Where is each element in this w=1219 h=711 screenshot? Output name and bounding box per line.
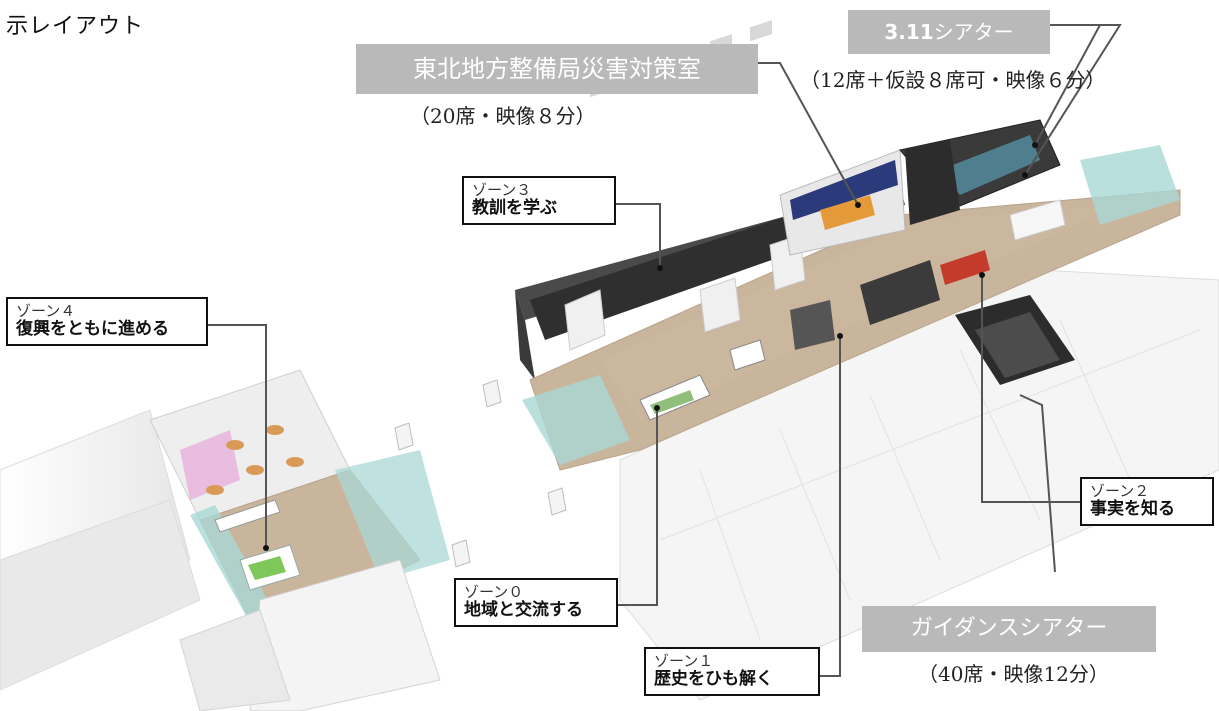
zone-name: 地域と交流する [464,600,583,621]
zone4-label: ゾーン４ 復興をともに進める [6,297,208,346]
entrance-glass-room [522,375,630,465]
zone-number: ゾーン４ [16,302,76,320]
zone-name: 教訓を学ぶ [472,198,557,219]
zone-name: 歴史をひも解く [654,669,773,690]
guidance-theater-title: ガイダンスシアター [910,616,1108,641]
page-heading: 示レイアウト [6,14,145,39]
leader-lines [206,24,1122,677]
theater-311-title-rest: シアター [933,20,1014,44]
zone1-label: ゾーン１ 歴史をひも解く [644,647,820,696]
zone3-label: ゾーン３ 教訓を学ぶ [462,176,616,225]
main-building [515,20,1219,701]
zone-number: ゾーン０ [464,583,524,601]
theater-311-banner: 3.11シアター [848,10,1050,54]
zone-number: ゾーン２ [1090,482,1150,500]
zone-name: 事実を知る [1090,499,1175,520]
leader-dots [263,142,1038,551]
zone4-pink-area [180,430,240,500]
guidance-theater-banner: ガイダンスシアター [862,606,1156,652]
zone4-glass-room [335,450,450,580]
guidance-theater-caption: （40席・映像12分） [918,662,1109,686]
zone-number: ゾーン１ [654,652,714,670]
disaster-office-banner: 東北地方整備局災害対策室 [356,44,758,94]
zone-number: ゾーン３ [472,181,532,199]
theater-311-caption: （12席＋仮設８席可・映像６分） [800,68,1106,92]
zone0-label: ゾーン０ 地域と交流する [454,578,618,627]
zone2-label: ゾーン２ 事実を知る [1080,477,1214,526]
pillars [394,379,567,568]
zone4-tables [206,425,304,495]
zone-name: 復興をともに進める [16,319,169,340]
disaster-office-caption: （20席・映像８分） [410,104,596,128]
left-wing [0,369,450,711]
theater-311-title-bold: 3.11 [884,20,934,44]
disaster-office-title: 東北地方整備局災害対策室 [413,55,701,83]
